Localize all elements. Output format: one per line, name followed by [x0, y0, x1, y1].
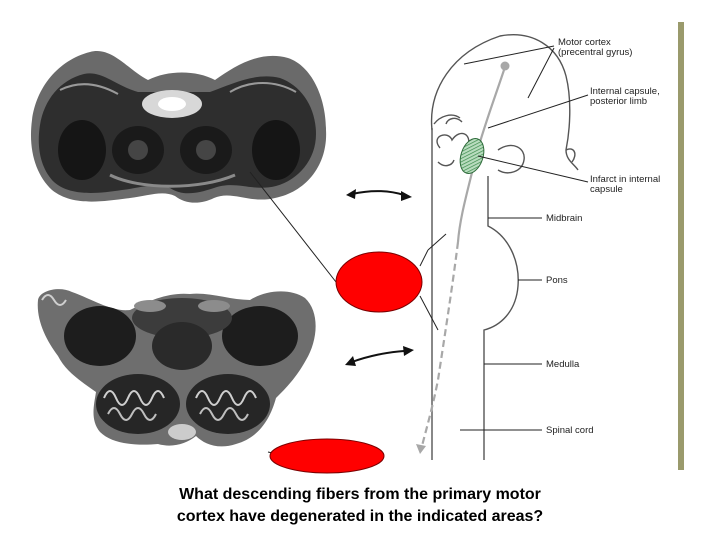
label-precentral-gyrus: (precentral gyrus) [558, 47, 632, 58]
question-text: What descending fibers from the primary … [0, 484, 720, 528]
label-midbrain: Midbrain [546, 213, 582, 224]
medulla-answer-oval [269, 438, 385, 474]
label-infarct-capsule: capsule [590, 184, 623, 195]
label-infarct: Infarct in internal [590, 174, 660, 185]
infarct-hatched-region [459, 138, 485, 174]
pons-section-photo [30, 51, 327, 203]
label-pons: Pons [546, 275, 568, 286]
corticospinal-tract [416, 61, 510, 454]
label-internal-capsule: Internal capsule, [590, 86, 660, 97]
label-posterior-limb: posterior limb [590, 96, 647, 107]
question-line-2: cortex have degenerated in the indicated… [176, 508, 544, 525]
pons-double-arrow [346, 189, 412, 201]
brainstem-schematic [430, 34, 579, 460]
label-leader-lines [419, 45, 589, 431]
schematic-labels: Motor cortex (precentral gyrus) Internal… [546, 37, 660, 436]
label-medulla: Medulla [546, 359, 580, 370]
medulla-section-photo [37, 289, 316, 447]
question-line-1: What descending fibers from the primary … [179, 486, 541, 503]
pons-answer-oval [335, 251, 423, 313]
label-spinal-cord: Spinal cord [546, 425, 594, 436]
pons-connector-line [249, 171, 337, 283]
label-motor-cortex: Motor cortex [558, 37, 611, 48]
medulla-double-arrow [345, 346, 414, 366]
right-border-strip [678, 22, 684, 470]
